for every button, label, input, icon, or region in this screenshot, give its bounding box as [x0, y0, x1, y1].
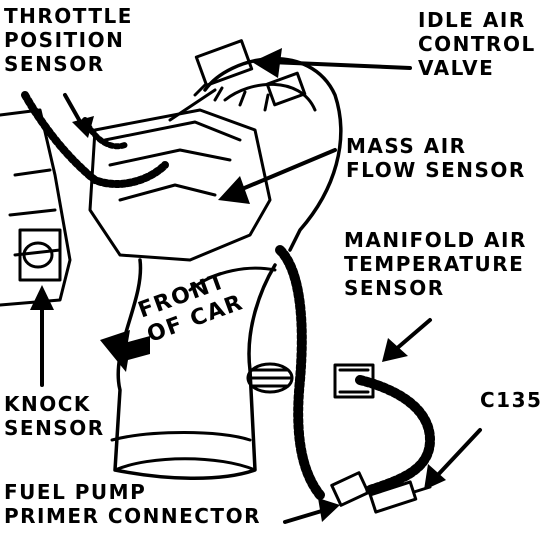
knock-sensor-body: [22, 241, 54, 269]
throttle-body-housing: [88, 108, 272, 262]
label-mass-air-flow-sensor: MASS AIR FLOW SENSOR: [346, 134, 526, 182]
label-throttle-position-sensor: THROTTLE POSITION SENSOR: [4, 4, 133, 76]
arrow-mass-air-flow: [218, 176, 250, 204]
arrow-knock-sensor: [30, 285, 54, 310]
arrow-idle-air: [252, 48, 282, 78]
arrow-front-of-car: [100, 330, 150, 372]
arrow-throttle-position: [72, 116, 94, 138]
idle-air-control-valve: [194, 39, 254, 87]
label-idle-air-control-valve: IDLE AIR CONTROL VALVE: [418, 8, 536, 80]
arrow-fuel-pump: [318, 498, 340, 522]
label-c135: C135: [480, 388, 543, 412]
label-knock-sensor: KNOCK SENSOR: [4, 392, 105, 440]
label-fuel-pump-primer-connector: FUEL PUMP PRIMER CONNECTOR: [4, 480, 261, 528]
manifold-air-temperature-connector: [333, 363, 375, 399]
air-duct-body: [113, 258, 277, 480]
c135-connector: [368, 480, 418, 514]
intake-duct: [203, 57, 343, 252]
label-manifold-air-temperature-sensor: MANIFOLD AIR TEMPERATURE SENSOR: [344, 228, 527, 300]
primer-connector-body: [330, 471, 370, 507]
harness-upper: [21, 91, 169, 188]
harness-lower: [275, 245, 325, 500]
arrow-manifold-air: [382, 338, 408, 362]
arrow-c135: [424, 464, 446, 490]
